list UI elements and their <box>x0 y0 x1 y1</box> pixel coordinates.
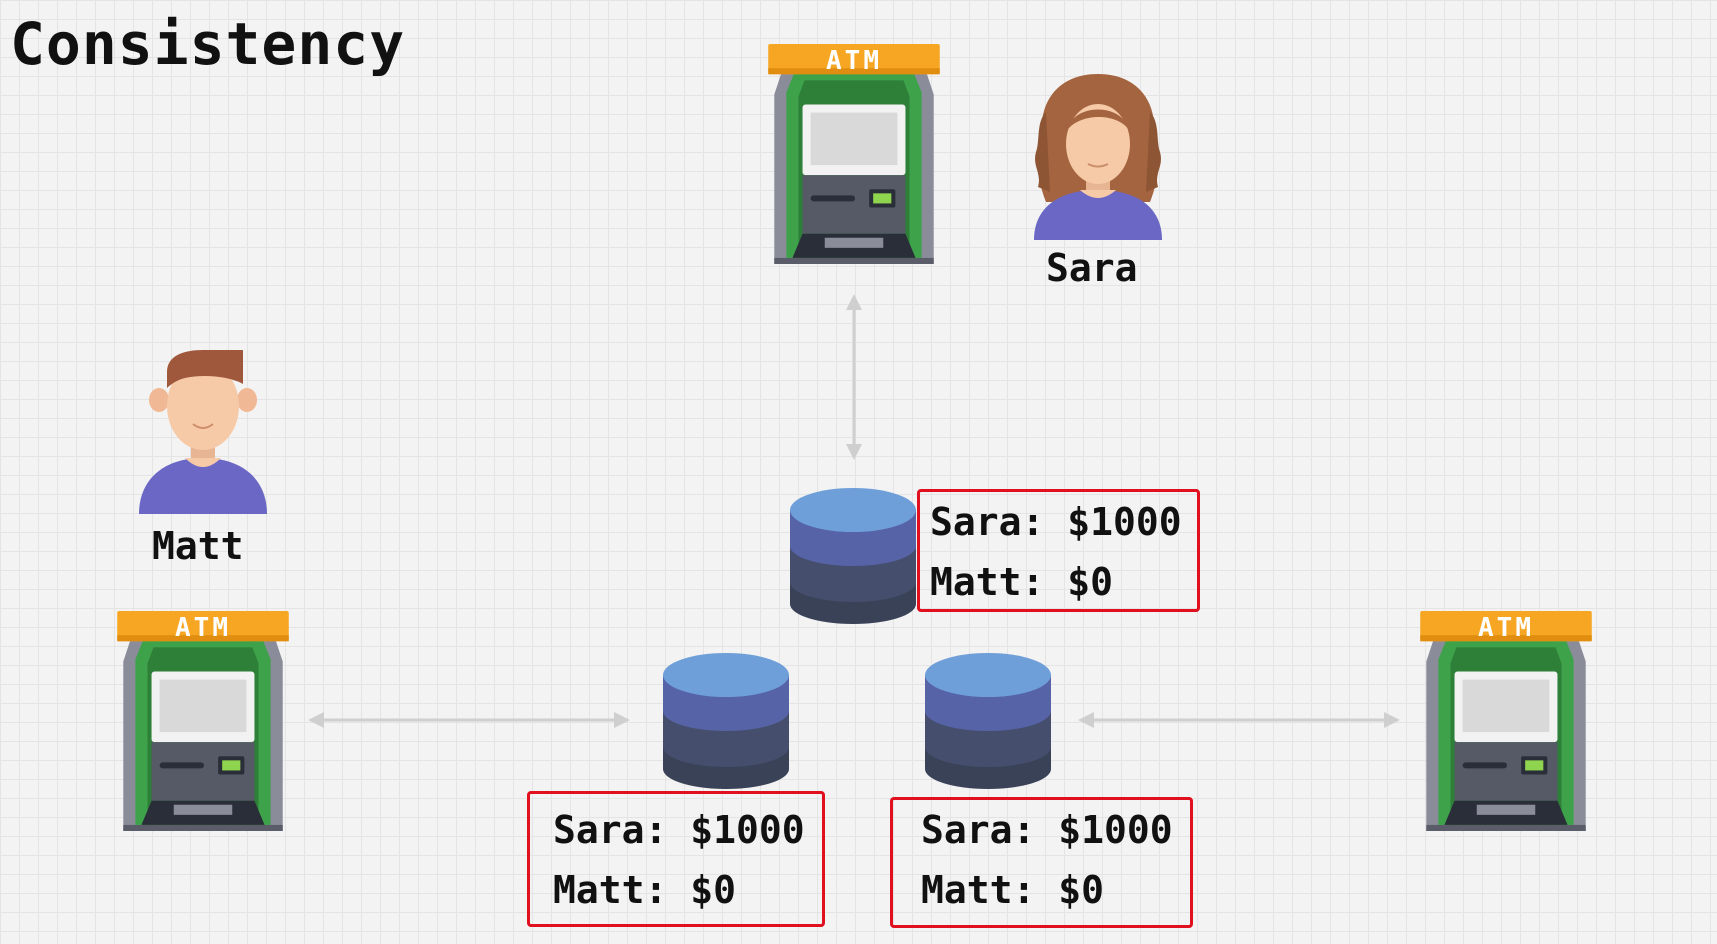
matt-label: Matt <box>152 524 244 568</box>
balance-line-matt: Matt: $0 <box>921 868 1105 912</box>
arrow-top-atm-to-db <box>846 294 862 460</box>
diagram-title: Consistency <box>10 10 406 78</box>
atm-icon <box>117 611 289 833</box>
database-top-icon <box>790 486 916 626</box>
matt-avatar <box>139 350 267 514</box>
balance-line-sara: Sara: $1000 <box>930 500 1182 544</box>
atm-label: ATM <box>175 613 231 643</box>
balance-box-left: Sara: $1000 Matt: $0 <box>527 791 825 927</box>
database-left-icon <box>663 651 789 791</box>
balance-line-sara: Sara: $1000 <box>921 808 1173 852</box>
atm-left: ATM <box>117 611 289 833</box>
atm-icon <box>768 44 940 266</box>
database-right-icon <box>925 651 1051 791</box>
arrow-left-atm-to-db <box>308 712 630 728</box>
balance-line-matt: Matt: $0 <box>553 868 737 912</box>
sara-avatar <box>1034 74 1162 240</box>
atm-top: ATM <box>768 44 940 266</box>
arrow-right-db-to-atm <box>1078 712 1400 728</box>
balance-line-matt: Matt: $0 <box>930 560 1114 604</box>
sara-label: Sara <box>1046 246 1138 290</box>
atm-icon <box>1420 611 1592 833</box>
atm-right: ATM <box>1420 611 1592 833</box>
balance-box-top: Sara: $1000 Matt: $0 <box>917 489 1200 612</box>
balance-box-right: Sara: $1000 Matt: $0 <box>890 797 1193 928</box>
atm-label: ATM <box>1478 613 1534 643</box>
balance-line-sara: Sara: $1000 <box>553 808 805 852</box>
atm-label: ATM <box>826 46 882 76</box>
